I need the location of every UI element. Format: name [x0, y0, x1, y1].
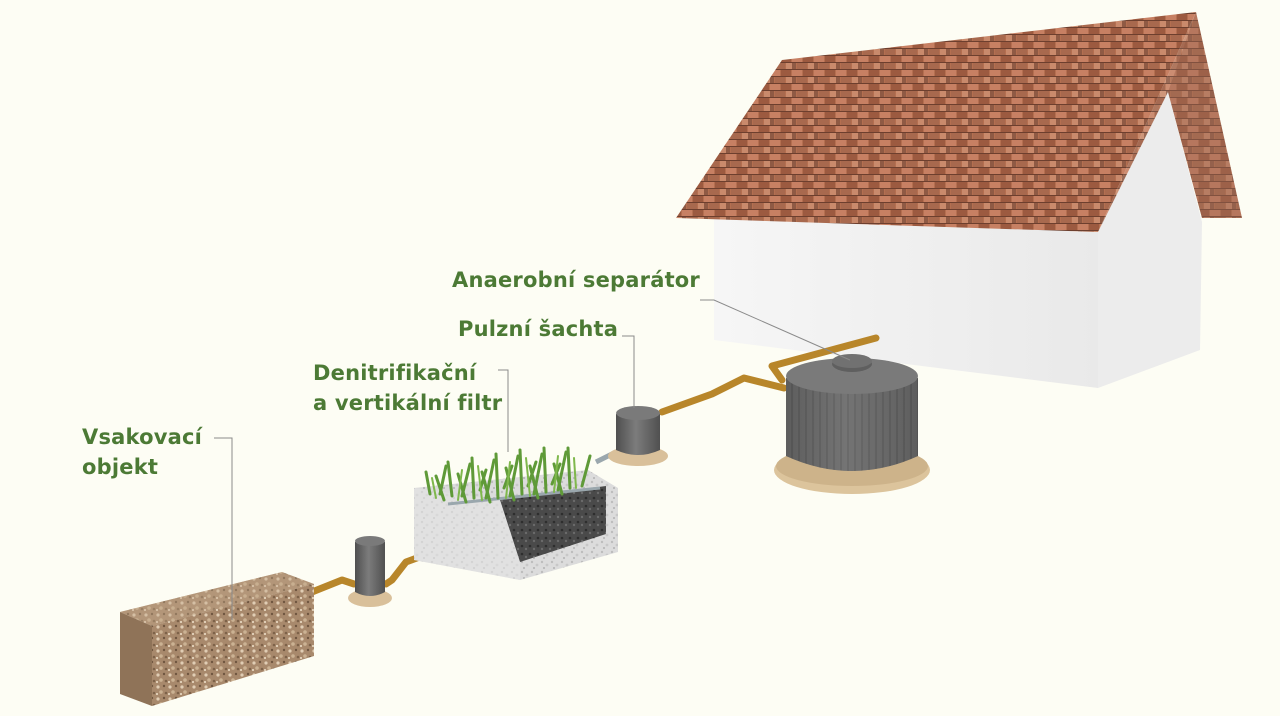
label-anaerobic-separator-text: Anaerobní separátor [452, 268, 700, 292]
anaerobic-separator-tank [774, 354, 930, 494]
leader-pulse-shaft [622, 335, 635, 408]
pipe-small-shaft-to-soak [308, 576, 358, 596]
house [676, 12, 1242, 388]
house-roof-front [676, 12, 1196, 232]
leader-anaerobic-separator [700, 299, 851, 361]
label-pulse-shaft: Pulzní šachta [458, 314, 618, 344]
label-soakaway: Vsakovací objekt [82, 422, 202, 482]
pipe-separator-to-pulse-shaft [658, 374, 788, 416]
leader-filter [498, 369, 509, 452]
leader-lines [214, 299, 851, 620]
label-filter-line2: a vertikální filtr [313, 391, 503, 415]
pipe-house-to-separator [768, 334, 880, 384]
filter-bed [414, 446, 618, 580]
house-front-wall [714, 218, 1098, 388]
label-anaerobic-separator: Anaerobní separátor [452, 265, 700, 295]
label-pulse-shaft-text: Pulzní šachta [458, 317, 619, 341]
pulse-shaft [608, 406, 668, 466]
label-filter: Denitrifikační a vertikální filtr [313, 358, 502, 418]
distribution-shaft [348, 536, 392, 607]
house-roof-side [1098, 12, 1242, 232]
leader-soakaway [214, 437, 233, 620]
label-soakaway-line1: Vsakovací [82, 425, 203, 449]
label-soakaway-line2: objekt [82, 455, 159, 479]
label-filter-line1: Denitrifikační [313, 361, 477, 385]
house-gable-wall [1098, 92, 1202, 388]
soakaway-block [120, 572, 314, 706]
